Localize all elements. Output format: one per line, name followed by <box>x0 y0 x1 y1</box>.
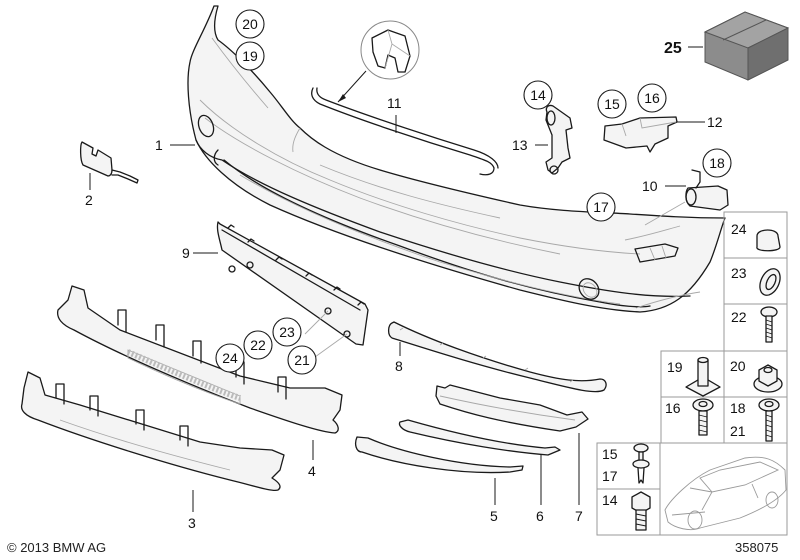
callout-1: 1 <box>155 137 163 153</box>
callout-5: 5 <box>490 508 498 524</box>
callout-6: 6 <box>536 508 544 524</box>
part-6-strip[interactable] <box>398 419 561 456</box>
callout-4: 4 <box>308 463 316 479</box>
callout-10: 10 <box>642 178 658 194</box>
hardware-cell-18-21[interactable]: 18 21 <box>730 398 780 442</box>
part-25-kit-box[interactable] <box>703 11 790 81</box>
circled-ref-15: 15 <box>597 89 627 119</box>
circled-ref-21: 21 <box>287 345 317 375</box>
copyright-text: © 2013 BMW AG <box>7 540 106 555</box>
circled-ref-22: 22 <box>243 330 273 360</box>
part-9-licence-plate-base[interactable] <box>216 221 369 358</box>
circled-ref-24: 24 <box>215 343 245 373</box>
hardware-cell-24[interactable]: 24 <box>731 221 781 252</box>
svg-text:17: 17 <box>602 468 618 484</box>
svg-text:15: 15 <box>604 96 620 112</box>
svg-text:18: 18 <box>730 400 746 416</box>
callout-8: 8 <box>395 358 403 374</box>
hardware-cell-23[interactable]: 23 <box>731 265 784 298</box>
part-8-trim-strip[interactable] <box>387 321 607 393</box>
svg-text:20: 20 <box>242 16 258 32</box>
square-stud-icon <box>685 356 721 397</box>
part-1-bumper-cover[interactable] <box>187 5 726 313</box>
callout-13: 13 <box>512 137 528 153</box>
washer-icon <box>759 268 781 296</box>
hardware-grid: 24 23 22 19 20 <box>596 211 788 536</box>
circled-ref-14: 14 <box>523 80 553 110</box>
svg-text:14: 14 <box>530 87 546 103</box>
svg-text:20: 20 <box>730 358 746 374</box>
hardware-cell-19[interactable]: 19 <box>667 356 721 397</box>
callout-numbers: 1 2 3 4 5 6 7 8 9 10 11 12 13 25 <box>85 40 723 531</box>
svg-text:15: 15 <box>602 446 618 462</box>
part-11-seal-strip[interactable] <box>311 20 499 176</box>
screw-icon <box>760 306 778 343</box>
callout-9: 9 <box>182 245 190 261</box>
part-3-lower-grille[interactable] <box>20 371 285 492</box>
svg-text:17: 17 <box>593 199 609 215</box>
svg-text:21: 21 <box>294 352 310 368</box>
svg-text:16: 16 <box>644 90 660 106</box>
svg-text:14: 14 <box>602 492 618 508</box>
circled-references: 20 19 14 15 16 18 17 23 22 24 21 <box>215 9 732 375</box>
cap-nut-icon <box>756 229 781 252</box>
callout-3: 3 <box>188 515 196 531</box>
callout-25: 25 <box>664 40 682 57</box>
svg-text:19: 19 <box>242 48 258 64</box>
svg-text:22: 22 <box>250 337 266 353</box>
circled-ref-18: 18 <box>702 148 732 178</box>
svg-text:23: 23 <box>731 265 747 281</box>
hardware-cell-16[interactable]: 16 <box>665 398 714 436</box>
hardware-cell-15-17[interactable]: 15 17 <box>602 443 650 484</box>
expanding-rivet-icon <box>632 443 650 484</box>
part-10-sensor[interactable] <box>644 169 729 226</box>
circled-ref-19: 19 <box>235 41 265 71</box>
svg-text:24: 24 <box>222 350 238 366</box>
leader-lines <box>89 46 705 512</box>
circled-ref-16: 16 <box>637 83 667 113</box>
part-13-bracket[interactable] <box>545 104 573 175</box>
circled-ref-23: 23 <box>272 317 302 347</box>
vehicle-outline-icon <box>664 456 787 531</box>
callout-7: 7 <box>575 508 583 524</box>
svg-text:18: 18 <box>709 155 725 171</box>
circled-ref-17: 17 <box>586 192 616 222</box>
callout-12: 12 <box>707 114 723 130</box>
hardware-cell-20[interactable]: 20 <box>730 358 783 393</box>
part-2-towing-eye-cover[interactable] <box>79 141 139 184</box>
svg-text:22: 22 <box>731 309 747 325</box>
svg-text:23: 23 <box>279 324 295 340</box>
part-5-strip[interactable] <box>355 436 524 474</box>
hardware-cell-14[interactable]: 14 <box>602 491 651 531</box>
circled-ref-20: 20 <box>235 9 265 39</box>
diagram-number: 358075 <box>735 540 778 555</box>
hardware-cell-22[interactable]: 22 <box>731 306 778 343</box>
svg-text:19: 19 <box>667 359 683 375</box>
flange-nut-icon <box>753 364 783 393</box>
part-7-strip[interactable] <box>435 384 589 432</box>
svg-text:16: 16 <box>665 400 681 416</box>
callout-11: 11 <box>387 95 402 111</box>
screw-with-washer-long-icon <box>758 398 780 442</box>
hex-bolt-icon <box>631 491 651 531</box>
svg-text:21: 21 <box>730 423 746 439</box>
part-4-grille[interactable] <box>56 285 343 434</box>
svg-text:24: 24 <box>731 221 747 237</box>
screw-with-washer-icon <box>692 398 714 436</box>
part-12-bracket[interactable] <box>603 116 678 153</box>
callout-2: 2 <box>85 192 93 208</box>
